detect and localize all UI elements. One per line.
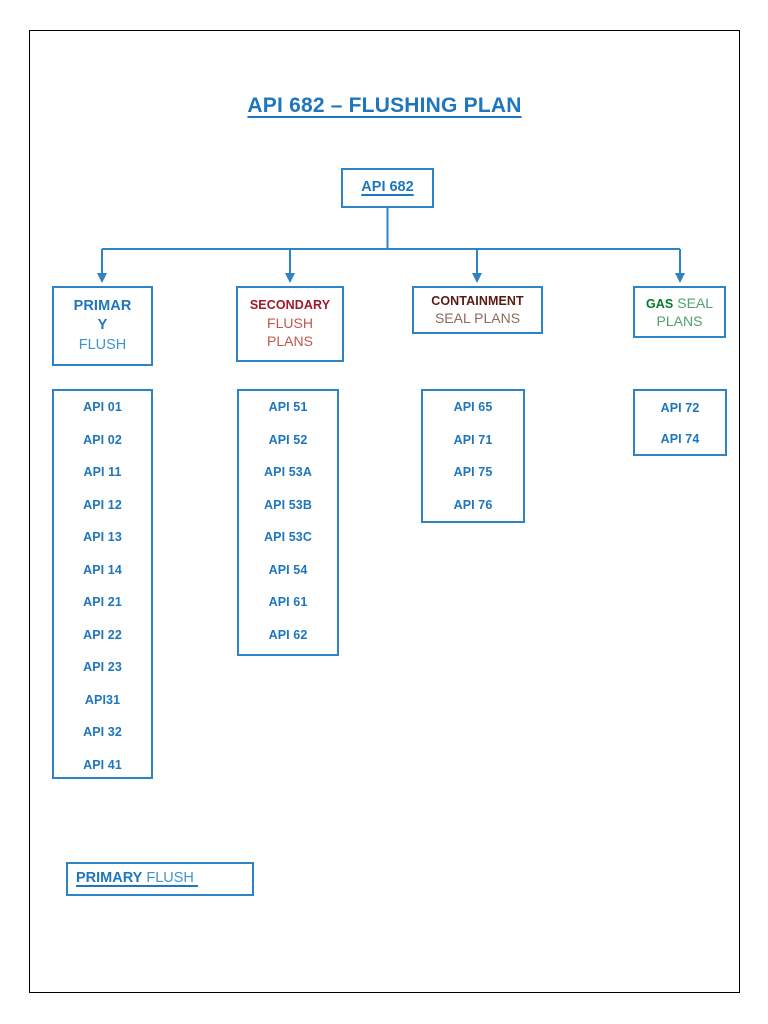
plan-item[interactable]: API 53A	[264, 465, 312, 479]
category-header-primary-strong: PRIMAR	[73, 298, 132, 315]
plan-item[interactable]: API 41	[83, 757, 122, 772]
plan-item[interactable]: API 11	[83, 465, 122, 479]
page-title-text: API 682 – FLUSHING PLAN	[247, 94, 522, 117]
root-node-api-682[interactable]: API 682	[341, 168, 434, 208]
plan-item[interactable]: API 22	[83, 627, 122, 642]
page-title: API 682 – FLUSHING PLAN	[30, 94, 739, 118]
legend-primary-flush[interactable]: PRIMARY FLUSH	[66, 862, 254, 896]
root-node-label: API 682	[361, 179, 414, 196]
plan-item[interactable]: API 61	[268, 595, 308, 609]
category-header-gas-line1: GAS SEAL	[646, 294, 713, 313]
category-header-primary-flush[interactable]: PRIMAR Y FLUSH	[52, 286, 153, 366]
plan-list-primary[interactable]: API 01 API 02 API 11 API 12 API 13 API 14 API …	[52, 389, 153, 779]
plan-item[interactable]: API 21	[83, 595, 122, 609]
category-header-primary-light: FLUSH	[78, 336, 127, 353]
plan-item[interactable]: API 23	[83, 660, 122, 674]
plan-item[interactable]: API 71	[453, 432, 493, 447]
category-header-gas-light-line2: PLANS	[656, 313, 703, 330]
plan-item[interactable]: API 54	[268, 562, 308, 577]
category-header-gas-light-line1: SEAL	[673, 294, 714, 311]
legend-strong-label: PRIMARY	[76, 870, 143, 887]
plan-item[interactable]: API 62	[268, 627, 308, 642]
plan-item[interactable]: API 14	[83, 562, 122, 577]
plan-item[interactable]: API 65	[453, 400, 493, 414]
plan-item[interactable]: API 01	[83, 400, 122, 414]
plan-item[interactable]: API 74	[660, 431, 700, 446]
plan-item[interactable]: API 52	[268, 432, 308, 447]
plan-item[interactable]: API31	[84, 692, 121, 707]
plan-item[interactable]: API 12	[83, 497, 122, 512]
plan-item[interactable]: API 53C	[264, 530, 312, 544]
legend-inner: PRIMARY FLUSH	[76, 869, 198, 888]
category-header-secondary-flush-plans[interactable]: SECONDARY FLUSH PLANS	[236, 286, 344, 362]
category-header-containment-light: SEAL PLANS	[434, 310, 521, 327]
category-header-containment-strong: CONTAINMENT	[431, 293, 524, 308]
category-header-secondary-light-line2: PLANS	[267, 333, 313, 350]
diagram-page: API 682 – FLUSHING PLAN API 682 PRIMAR Y…	[29, 30, 740, 993]
plan-item[interactable]: API 76	[453, 497, 493, 512]
category-header-primary-strong-line2: Y	[97, 317, 108, 334]
plan-item[interactable]: API 02	[83, 432, 122, 447]
plan-item[interactable]: API 53B	[264, 497, 312, 512]
plan-list-containment[interactable]: API 65 API 71 API 75 API 76	[421, 389, 525, 523]
plan-item[interactable]: API 13	[83, 530, 122, 544]
category-header-containment-seal-plans[interactable]: CONTAINMENT SEAL PLANS	[412, 286, 543, 334]
plan-item[interactable]: API 75	[453, 465, 493, 479]
plan-item[interactable]: API 51	[268, 400, 308, 414]
plan-list-secondary[interactable]: API 51 API 52 API 53A API 53B API 53C API 54 A…	[237, 389, 339, 656]
category-header-secondary-light-line1: FLUSH	[267, 314, 313, 331]
legend-light-label: FLUSH	[142, 870, 198, 887]
category-header-secondary-strong: SECONDARY	[249, 298, 331, 313]
plan-item[interactable]: API 32	[83, 725, 122, 739]
plan-item[interactable]: API 72	[660, 401, 700, 415]
plan-list-gas[interactable]: API 72 API 74	[633, 389, 727, 456]
category-header-gas-seal-plans[interactable]: GAS SEAL PLANS	[633, 286, 726, 338]
category-header-gas-strong: GAS	[645, 296, 674, 311]
